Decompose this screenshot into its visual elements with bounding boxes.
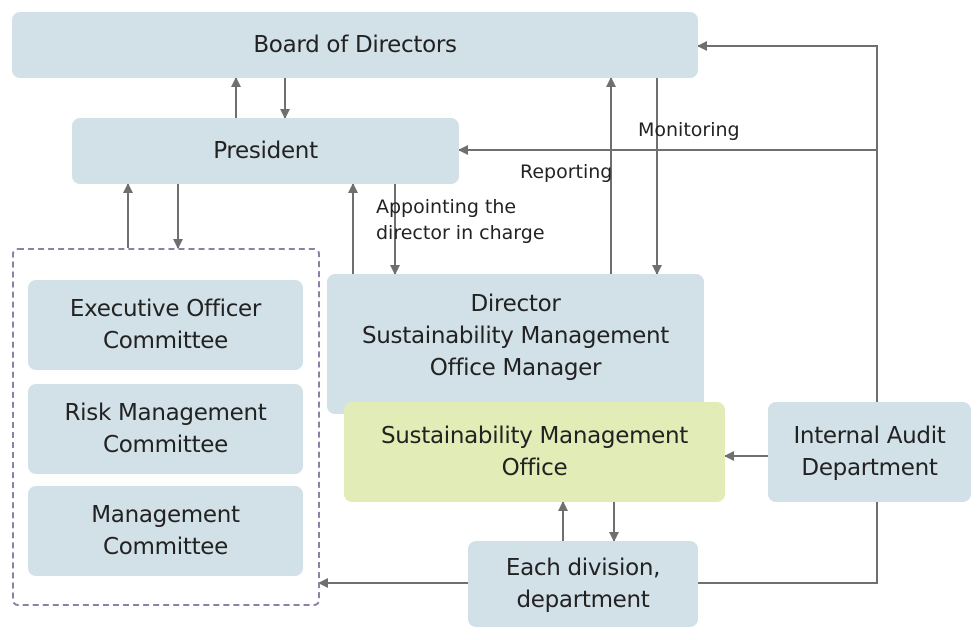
node-label: Office Manager: [429, 355, 602, 381]
arrow-audit-to-board: [697, 41, 878, 402]
president-node: President: [72, 118, 459, 184]
node-label: Committee: [103, 534, 228, 560]
node-label: Director: [470, 291, 561, 317]
sustainability-management-office-node: Sustainability Management Office: [344, 402, 725, 502]
node-label: Sustainability Management: [361, 323, 670, 349]
reporting-label: Reporting: [520, 161, 613, 183]
appointing-label: Appointing the director in charge: [376, 194, 545, 246]
node-label: Risk Management: [64, 400, 267, 426]
board-of-directors-node: Board of Directors: [12, 12, 698, 78]
node-label: Committee: [103, 432, 228, 458]
appointing-label-line: Appointing the: [376, 196, 517, 218]
node-label: Committee: [103, 328, 228, 354]
node-label: President: [213, 138, 318, 164]
node-label: Internal Audit: [793, 423, 946, 449]
internal-audit-department-node: Internal Audit Department: [768, 402, 971, 502]
management-committee-node: Management Committee: [28, 486, 303, 576]
node-label: Department: [801, 455, 938, 481]
director-node: Director Sustainability Management Offic…: [327, 274, 704, 414]
risk-management-committee-node: Risk Management Committee: [28, 384, 303, 474]
executive-officer-committee-node: Executive Officer Committee: [28, 280, 303, 370]
node-label: department: [516, 587, 650, 613]
node-label: Management: [91, 502, 240, 528]
node-label: Office: [501, 455, 568, 481]
monitoring-label: Monitoring: [638, 119, 740, 141]
node-label: Board of Directors: [253, 32, 457, 58]
appointing-label-line: director in charge: [376, 222, 545, 244]
node-label: Each division,: [505, 555, 661, 581]
committee-group: [12, 248, 320, 606]
node-label: Sustainability Management: [380, 423, 689, 449]
each-division-department-node: Each division, department: [468, 541, 698, 627]
node-label: Executive Officer: [69, 296, 262, 322]
